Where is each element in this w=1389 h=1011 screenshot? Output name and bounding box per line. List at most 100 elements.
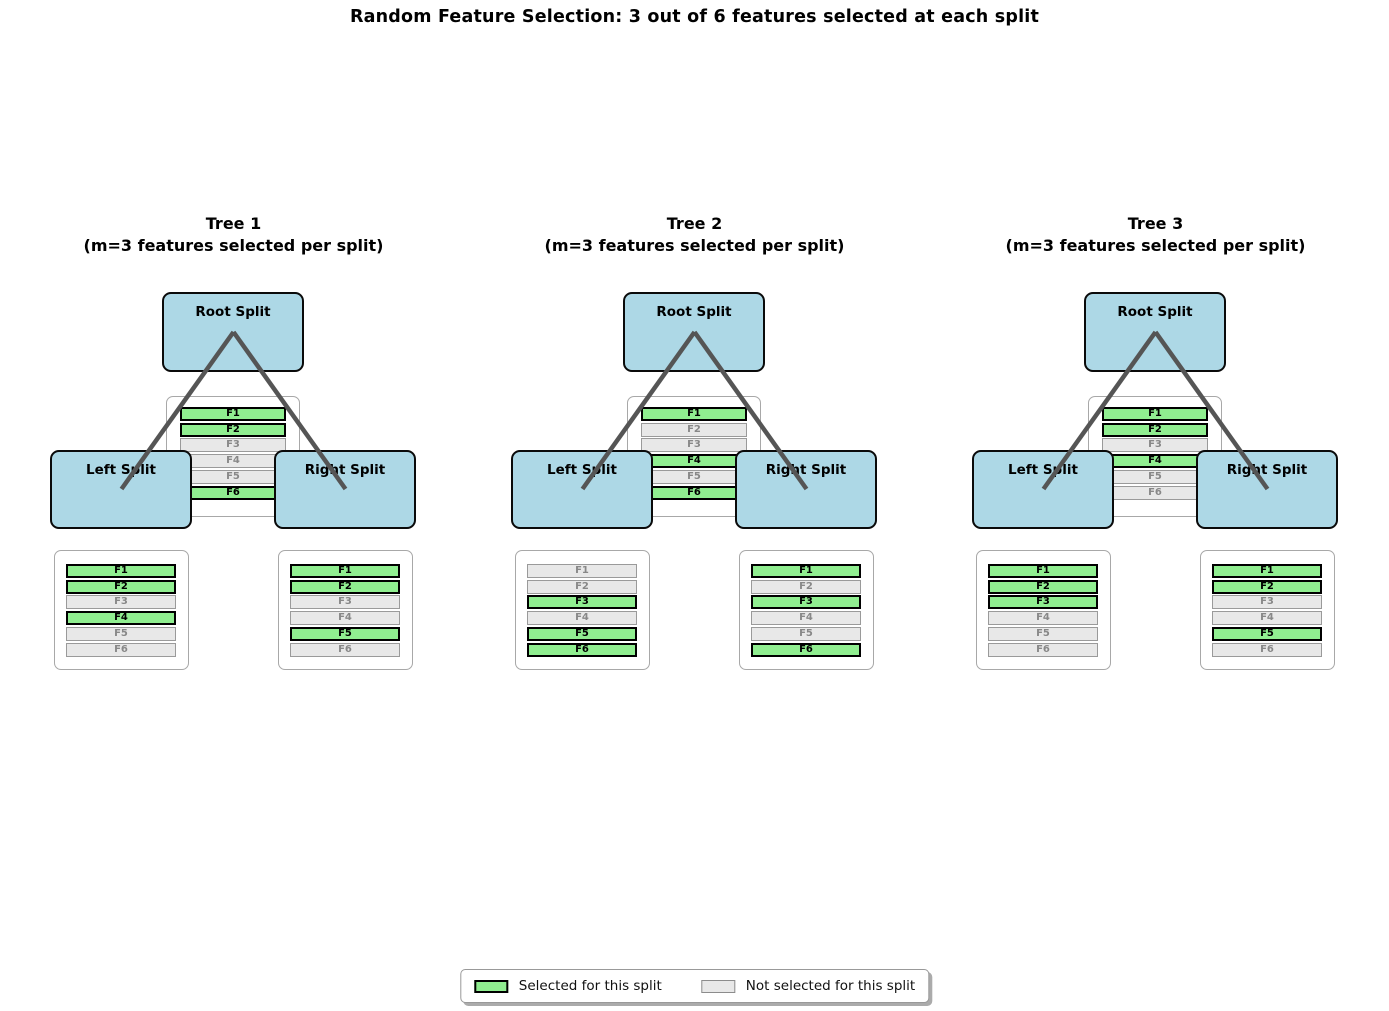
feature-bar-f3-unselected: F3 (180, 438, 286, 453)
right-split-node: Right Split (1196, 450, 1338, 529)
feature-bar-f2-selected: F2 (1102, 422, 1208, 437)
feature-bar-f2-selected: F2 (180, 422, 286, 437)
feature-bar-f1-selected: F1 (66, 564, 176, 578)
feature-bar-f2-unselected: F2 (751, 579, 861, 594)
feature-bar-label: F4 (687, 455, 701, 467)
feature-bar-label: F2 (226, 423, 240, 435)
feature-bar-f4-unselected: F4 (751, 611, 861, 626)
left-split-node: Left Split (511, 450, 653, 529)
feature-bar-f2-unselected: F2 (641, 422, 747, 437)
tree-title: Tree 1 (m=3 features selected per split) (3, 213, 464, 257)
feature-bar-f5-selected: F5 (527, 626, 637, 641)
feature-bar-f1-selected: F1 (1102, 407, 1208, 421)
root-split-node: Root Split (1084, 292, 1226, 372)
feature-bar-label: F5 (1036, 627, 1050, 639)
feature-bar-f1-unselected: F1 (527, 564, 637, 578)
feature-bar-f5-selected: F5 (290, 626, 400, 641)
feature-bar-label: F1 (687, 408, 701, 419)
feature-bar-f6-unselected: F6 (1102, 485, 1208, 500)
feature-bar-f3-selected: F3 (527, 595, 637, 610)
tree-panel-1: Tree 1 (m=3 features selected per split)… (3, 0, 464, 1011)
feature-bar-f2-selected: F2 (66, 579, 176, 594)
feature-bar-f1-selected: F1 (290, 564, 400, 578)
legend-selected-label: Selected for this split (518, 978, 662, 994)
feature-bar-f4-selected: F4 (66, 611, 176, 626)
feature-bar-f3-selected: F3 (751, 595, 861, 610)
feature-bar-label: F6 (338, 643, 352, 655)
right-split-node: Right Split (274, 450, 416, 529)
feature-bar-label: F4 (226, 455, 240, 467)
feature-bar-label: F4 (575, 612, 589, 624)
feature-bar-f4-unselected: F4 (180, 454, 286, 469)
tree-title-line1: Tree 1 (205, 214, 262, 233)
feature-bar-label: F3 (799, 596, 813, 608)
feature-bar-f3-unselected: F3 (641, 438, 747, 453)
chart-title: Random Feature Selection: 3 out of 6 fea… (349, 7, 1040, 27)
feature-bar-f1-selected: F1 (180, 407, 286, 421)
feature-bar-label: F1 (226, 408, 240, 419)
left-split-node: Left Split (50, 450, 192, 529)
feature-bar-f6-selected: F6 (527, 642, 637, 657)
feature-bar-label: F3 (687, 439, 701, 451)
feature-bar-label: F1 (1260, 565, 1274, 576)
right-split-node: Right Split (735, 450, 877, 529)
feature-bar-f5-selected: F5 (1212, 626, 1322, 641)
feature-bar-f6-selected: F6 (751, 642, 861, 657)
feature-bar-f1-selected: F1 (641, 407, 747, 421)
feature-bar-label: F2 (1036, 580, 1050, 592)
feature-bar-label: F3 (1260, 596, 1274, 608)
feature-bar-label: F2 (687, 423, 701, 435)
feature-bar-label: F3 (338, 596, 352, 608)
feature-bar-label: F6 (226, 486, 240, 498)
feature-bar-label: F2 (575, 580, 589, 592)
feature-bar-f3-unselected: F3 (66, 595, 176, 610)
feature-bar-f5-unselected: F5 (66, 626, 176, 641)
feature-bar-label: F4 (1036, 612, 1050, 624)
feature-bar-label: F5 (338, 627, 352, 639)
feature-bar-f2-selected: F2 (988, 579, 1098, 594)
feature-bar-label: F1 (114, 565, 128, 576)
feature-bar-f3-selected: F3 (988, 595, 1098, 610)
left-split-node: Left Split (972, 450, 1114, 529)
feature-bar-label: F5 (114, 627, 128, 639)
feature-bar-label: F2 (1260, 580, 1274, 592)
feature-bar-f6-selected: F6 (641, 485, 747, 500)
feature-bar-f3-unselected: F3 (290, 595, 400, 610)
feature-bar-label: F1 (1148, 408, 1162, 419)
feature-bar-f5-unselected: F5 (988, 626, 1098, 641)
feature-bar-f1-selected: F1 (988, 564, 1098, 578)
tree-panel-3: Tree 3 (m=3 features selected per split)… (925, 0, 1386, 1011)
feature-bar-f4-unselected: F4 (527, 611, 637, 626)
legend-selected-swatch-icon (473, 979, 508, 993)
feature-bar-f5-unselected: F5 (180, 469, 286, 484)
feature-bar-f2-unselected: F2 (527, 579, 637, 594)
feature-bar-label: F4 (1148, 455, 1162, 467)
feature-bar-label: F6 (687, 486, 701, 498)
feature-bar-f6-selected: F6 (180, 485, 286, 500)
feature-bar-label: F5 (687, 470, 701, 482)
tree-subtitle: (m=3 features selected per split) (1005, 236, 1306, 255)
feature-bar-label: F6 (1260, 643, 1274, 655)
tree-subtitle: (m=3 features selected per split) (83, 236, 384, 255)
tree-panel-2: Tree 2 (m=3 features selected per split)… (464, 0, 925, 1011)
feature-bar-label: F3 (114, 596, 128, 608)
feature-bar-f5-unselected: F5 (1102, 469, 1208, 484)
feature-bar-label: F2 (799, 580, 813, 592)
feature-bar-f5-unselected: F5 (751, 626, 861, 641)
feature-bar-f6-unselected: F6 (290, 642, 400, 657)
feature-bar-f3-unselected: F3 (1102, 438, 1208, 453)
tree-title: Tree 2 (m=3 features selected per split) (464, 213, 925, 257)
feature-bar-f6-unselected: F6 (988, 642, 1098, 657)
feature-bar-label: F4 (799, 612, 813, 624)
tree-title-line1: Tree 3 (1127, 214, 1184, 233)
feature-bar-label: F4 (1260, 612, 1274, 624)
legend: Selected for this split Not selected for… (459, 969, 930, 1003)
feature-bar-label: F5 (1260, 627, 1274, 639)
feature-bar-label: F1 (338, 565, 352, 576)
feature-bar-f6-unselected: F6 (66, 642, 176, 657)
feature-bar-label: F3 (575, 596, 589, 608)
